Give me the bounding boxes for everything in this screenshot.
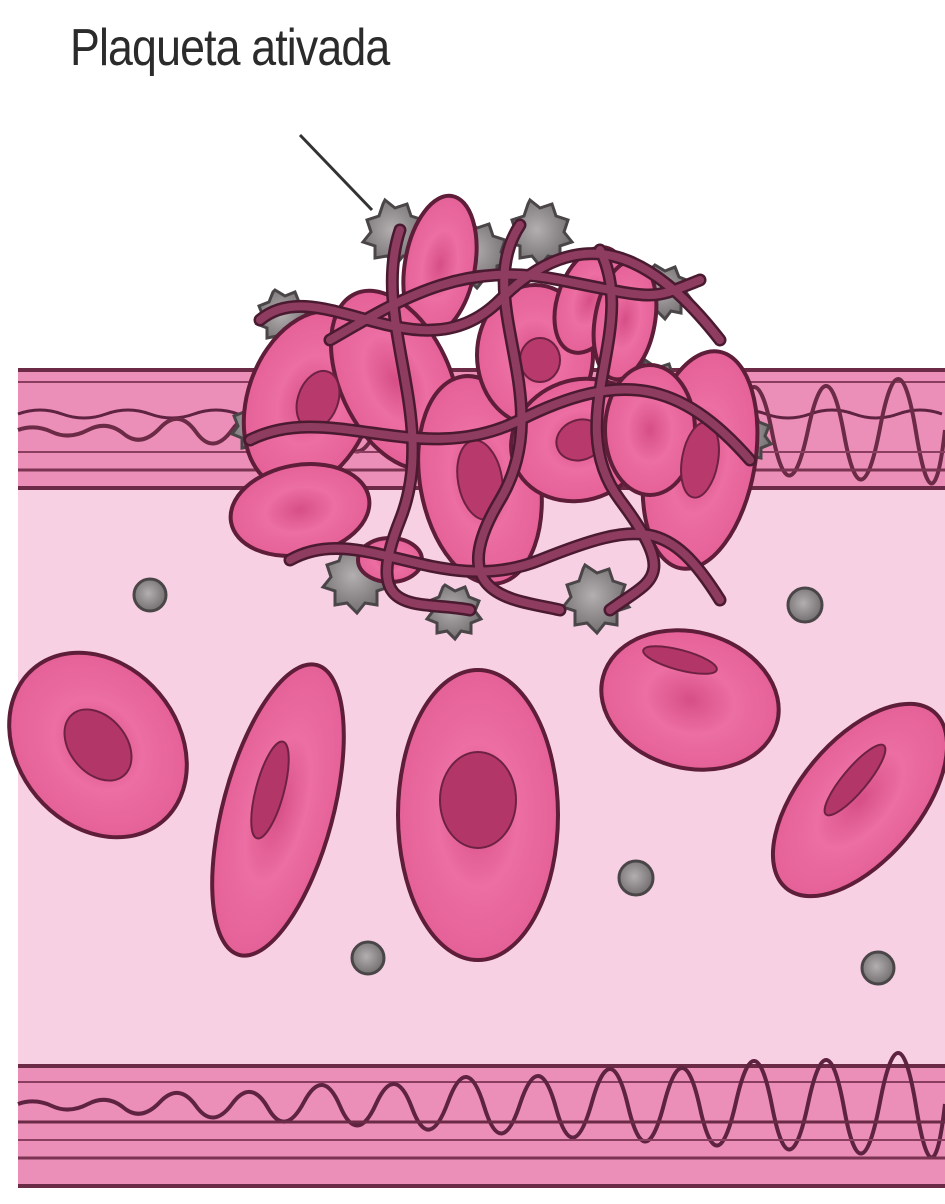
red-blood-cell: [398, 670, 558, 960]
platelet: [134, 579, 166, 611]
platelet: [619, 861, 653, 895]
lower-vessel-wall: [18, 1053, 945, 1187]
platelet: [862, 952, 894, 984]
platelet: [352, 942, 384, 974]
label-pointer-line: [300, 135, 372, 210]
platelet: [788, 588, 822, 622]
